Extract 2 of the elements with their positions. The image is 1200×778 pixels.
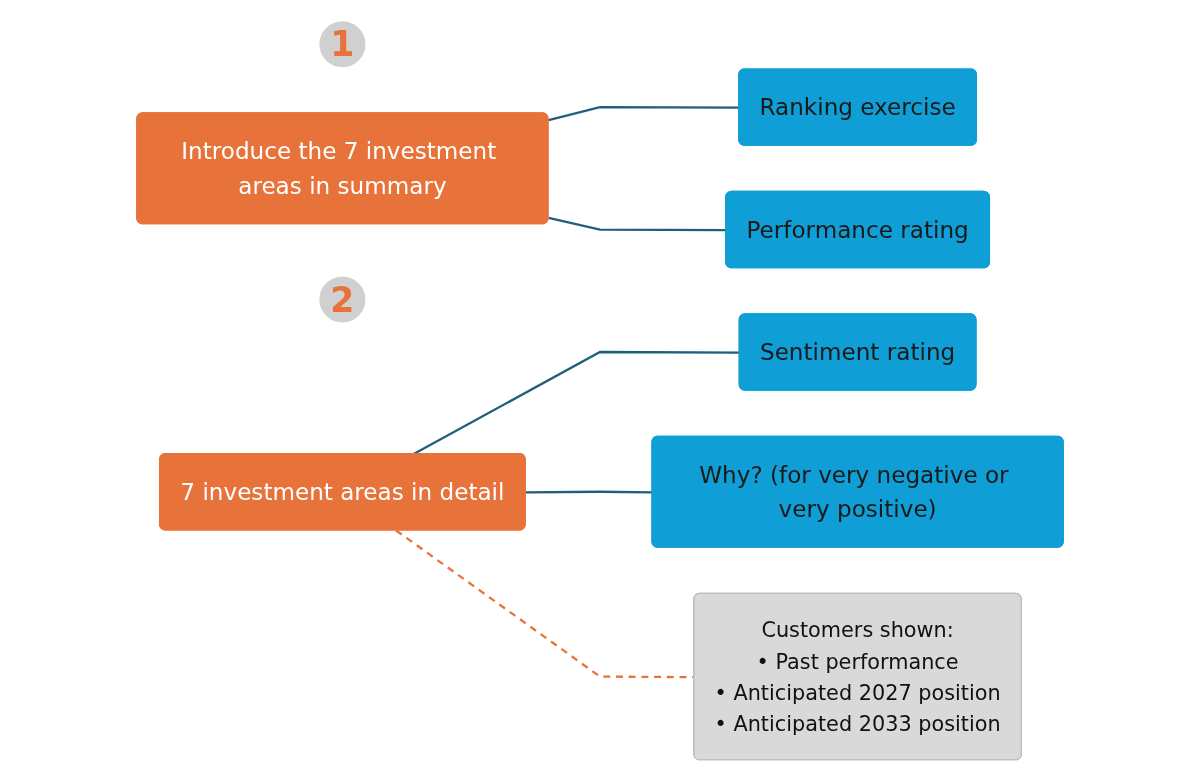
node-circle: 2 <box>319 276 366 323</box>
node-circle: 1 <box>319 21 366 68</box>
